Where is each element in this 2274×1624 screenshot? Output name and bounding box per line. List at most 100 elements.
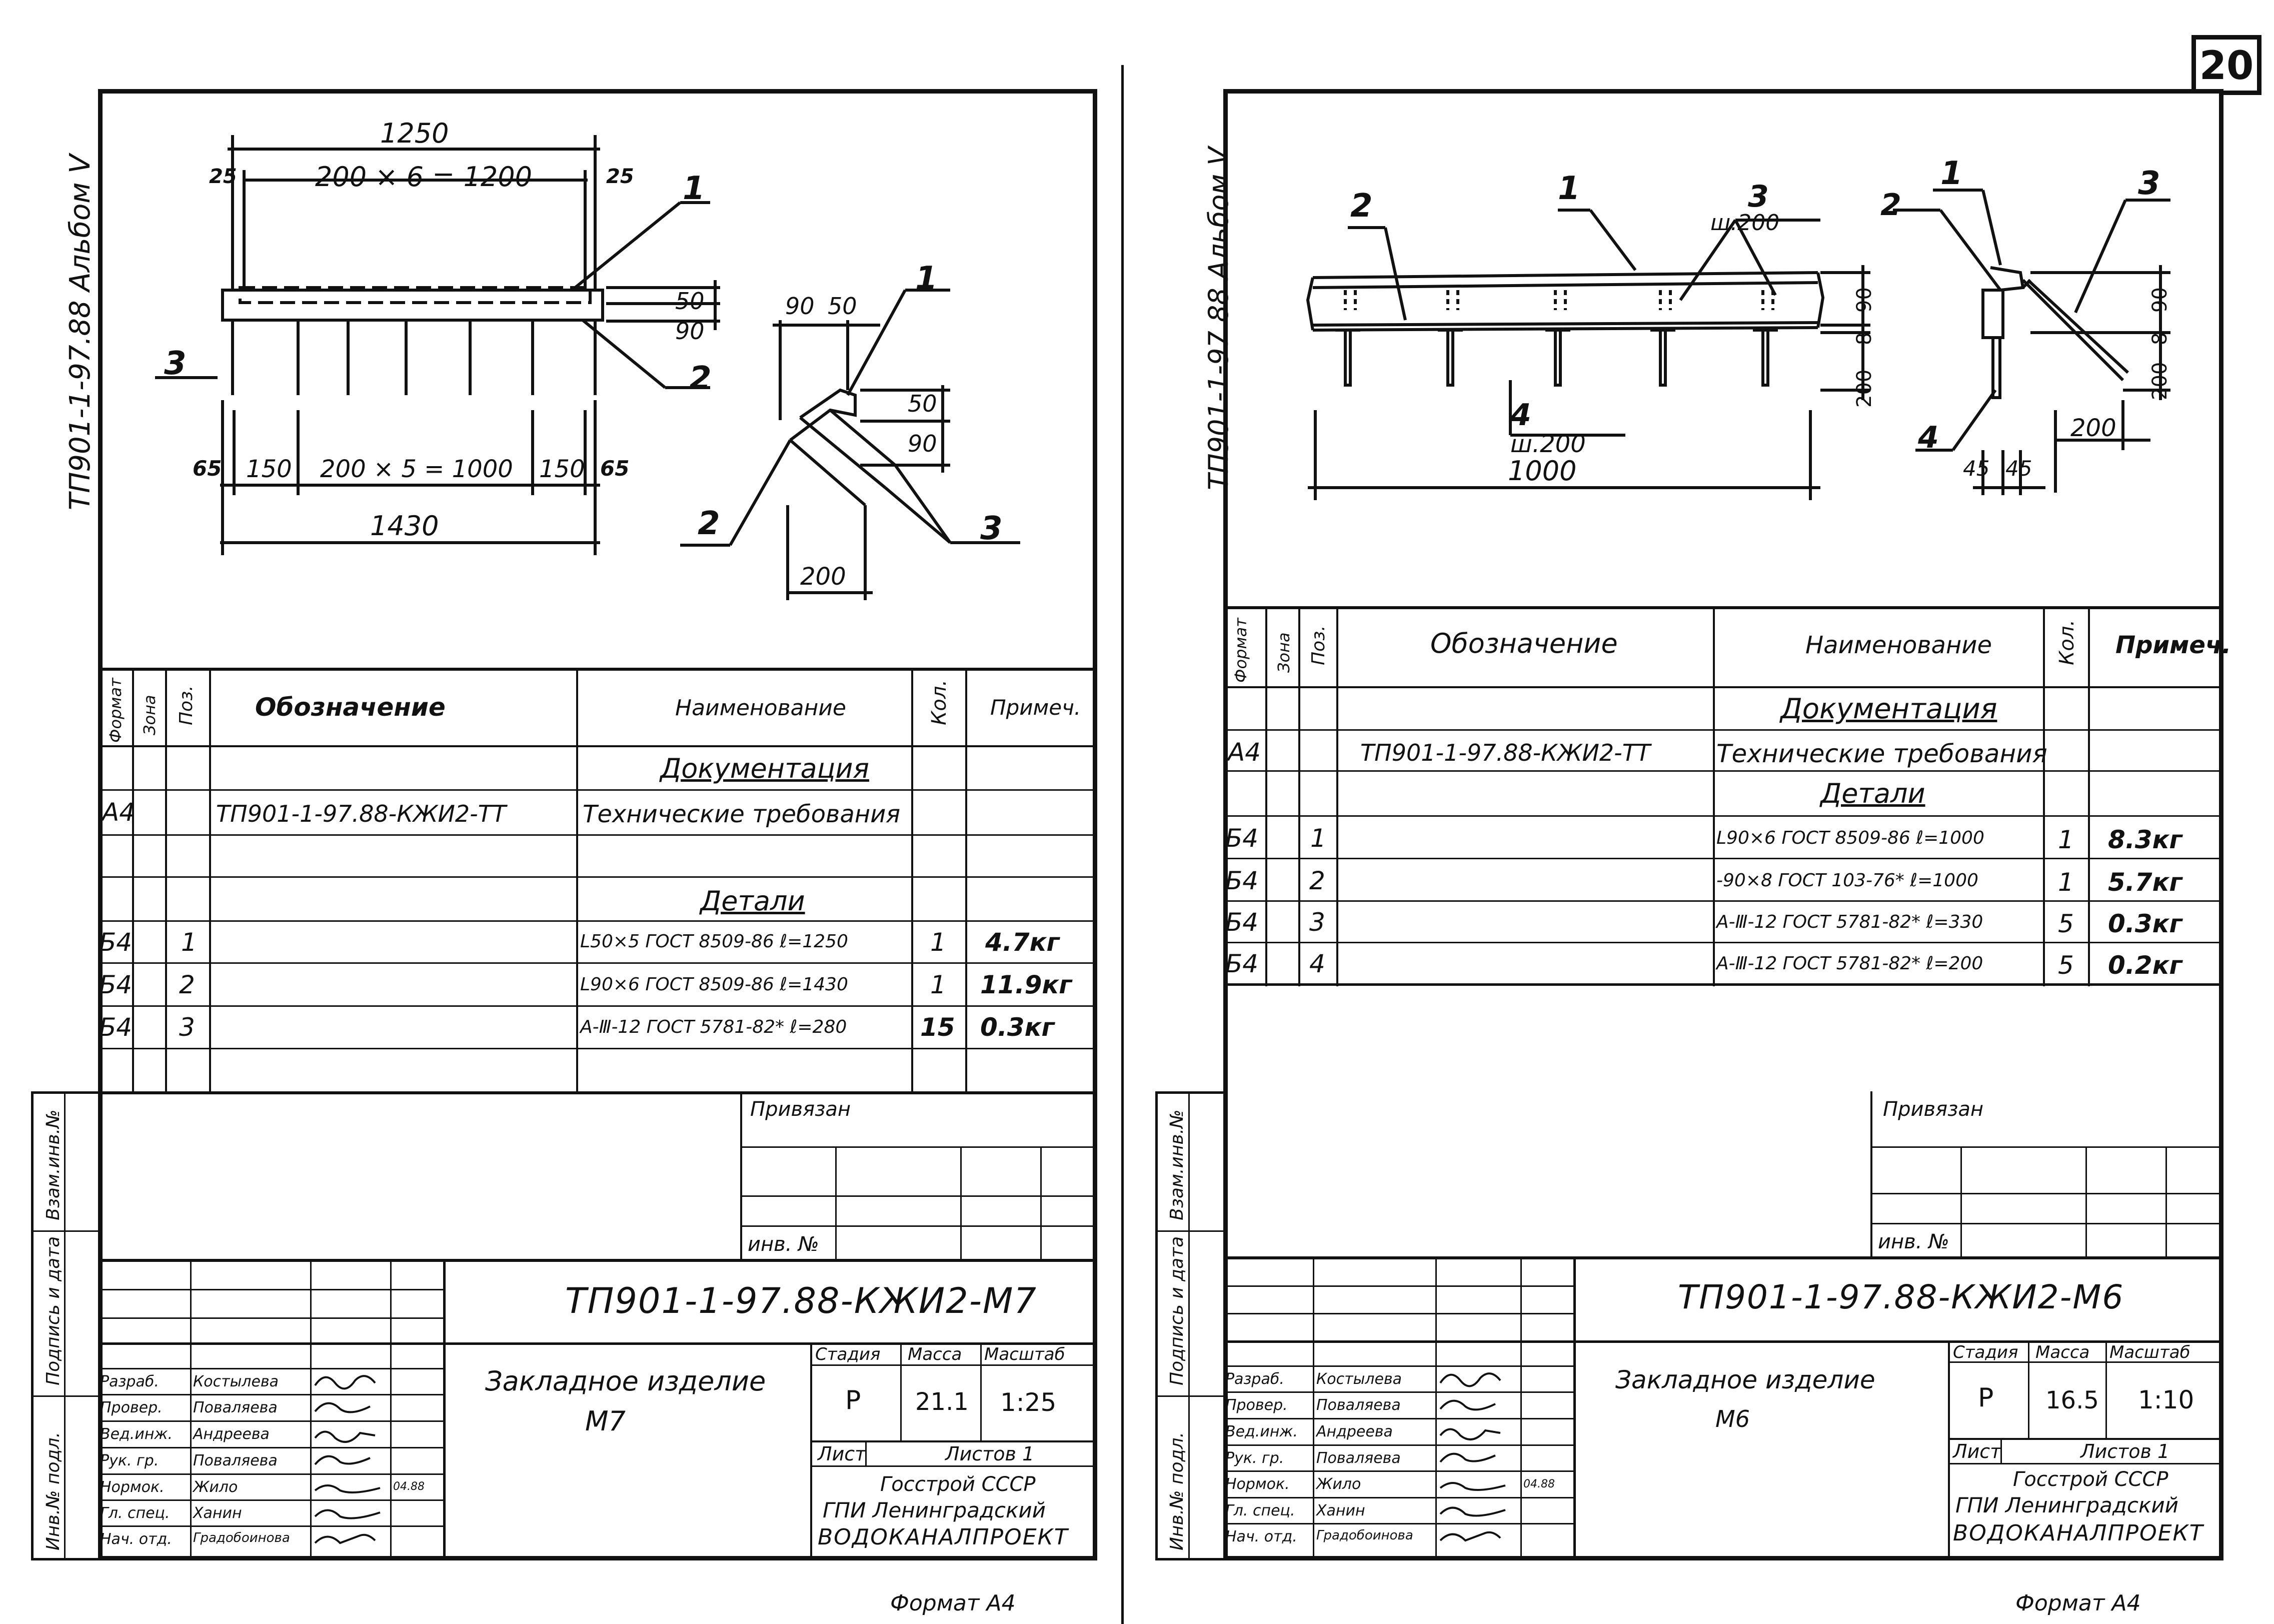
left-doc-designation: ТП901-1-97.88-КЖИ2-ТТ	[216, 800, 506, 827]
left-dim-top-left: 25	[209, 165, 237, 188]
right-mass: 16.5	[2045, 1386, 2099, 1414]
left-sec-callout-3: 3	[980, 510, 1003, 547]
right-item-mark: М6	[1715, 1405, 1750, 1432]
right-org-2: ГПИ Ленинградский	[1955, 1493, 2178, 1517]
left-doc-format: А4	[102, 798, 136, 827]
left-sec-h2: 90	[908, 430, 937, 457]
right-sec-callout-1: 1	[1940, 155, 1963, 192]
right-org-3: ВОДОКАНАЛПРОЕКТ	[1953, 1520, 2204, 1546]
left-dim-top-total: 1250	[380, 118, 449, 149]
left-h-note: Примеч.	[990, 695, 1081, 720]
right-stage-label: Стадия	[1953, 1342, 2018, 1362]
right-h-note: Примеч.	[2115, 631, 2231, 659]
left-dim-bot-left: 65	[193, 456, 222, 481]
right-sec-b: 45	[2005, 456, 2032, 481]
left-stage: Р	[845, 1385, 861, 1415]
left-sec-w: 200	[800, 563, 846, 591]
left-sec-callout-1: 1	[915, 260, 938, 297]
right-section-docs: Документация	[1780, 693, 1997, 725]
right-sec-callout-2: 2	[1880, 188, 1901, 223]
left-sheets-label: Листов 1	[945, 1443, 1035, 1465]
left-h-name: Наименование	[675, 695, 846, 721]
right-h-designation: Обозначение	[1430, 628, 1618, 659]
left-callout-1: 1	[683, 170, 705, 207]
right-callout-4: 4	[1510, 398, 1531, 433]
right-sec-a: 45	[1963, 456, 1990, 481]
left-callout-3: 3	[164, 345, 187, 382]
right-stage: Р	[1978, 1383, 1994, 1413]
right-h-name: Наименование	[1805, 631, 1992, 659]
left-mass: 21.1	[915, 1388, 969, 1416]
right-scale: 1:10	[2138, 1385, 2194, 1414]
right-doc-designation: ТП901-1-97.88-КЖИ2-ТТ	[1360, 739, 1650, 766]
left-callout-2: 2	[689, 360, 712, 397]
left-dim-top-spacing: 200 × 6 = 1200	[315, 161, 533, 193]
right-sec-callout-4: 4	[1918, 420, 1939, 455]
left-scale-label: Масштаб	[984, 1344, 1065, 1364]
left-dim-bot-b: 150	[539, 455, 585, 483]
right-sec-w: 200	[2070, 414, 2116, 442]
left-h-designation: Обозначение	[255, 693, 446, 722]
left-sec-h1: 50	[908, 390, 937, 417]
left-sec-callout-2: 2	[698, 505, 720, 542]
left-mass-label: Масса	[908, 1344, 962, 1364]
left-sec-a: 90	[785, 293, 815, 320]
left-section-parts: Детали	[700, 885, 805, 917]
right-section-parts: Детали	[1820, 778, 1925, 809]
left-dim-top-right: 25	[606, 165, 634, 188]
right-sheet-label: Лист	[1953, 1440, 2001, 1462]
right-scale-label: Масштаб	[2109, 1342, 2190, 1362]
left-privyazan: Привязан	[750, 1098, 851, 1121]
right-dim-span: 1000	[1508, 455, 1577, 487]
left-item-mark: М7	[585, 1405, 626, 1437]
left-item-name: Закладное изделие	[485, 1365, 766, 1397]
left-scale: 1:25	[1000, 1388, 1057, 1417]
right-sheets-label: Листов 1	[2080, 1440, 2170, 1462]
right-sec-callout-3: 3	[2138, 165, 2160, 202]
left-org-2: ГПИ Ленинградский	[823, 1498, 1046, 1522]
right-mass-label: Масса	[2035, 1342, 2090, 1362]
left-angle-top	[239, 286, 592, 304]
left-dim-bot-spacing: 200 × 5 = 1000	[320, 455, 513, 483]
left-dim-h1: 50	[675, 288, 705, 315]
right-doc-format: А4	[1228, 738, 1261, 767]
left-angle-plan	[221, 289, 604, 322]
left-org-3: ВОДОКАНАЛПРОЕКТ	[818, 1524, 1069, 1550]
left-dim-bot-a: 150	[246, 455, 292, 483]
left-sec-b: 50	[828, 293, 857, 320]
left-sheet-label: Лист	[818, 1443, 866, 1465]
right-inv-no: инв. №	[1878, 1230, 1949, 1253]
left-format-note: Формат А4	[890, 1590, 1016, 1616]
left-org-1: Госстрой СССР	[880, 1473, 1036, 1496]
right-sheet	[1223, 89, 2223, 1560]
left-title-code: ТП901-1-97.88-КЖИ2-М7	[565, 1280, 1037, 1321]
left-section	[680, 289, 1020, 600]
left-dim-h2: 90	[675, 318, 705, 345]
right-callout-1: 1	[1558, 170, 1580, 207]
page-number: 20	[2199, 44, 2254, 89]
left-dim-bot-total: 1430	[370, 510, 439, 542]
right-dim-step-top: ш.200	[1710, 210, 1780, 236]
right-org-1: Госстрой СССР	[2013, 1468, 2168, 1491]
right-rods	[1335, 329, 1778, 387]
left-section-docs: Документация	[660, 753, 869, 784]
page-number-box: 20	[2191, 35, 2261, 95]
right-section	[1893, 189, 2170, 495]
right-privyazan: Привязан	[1883, 1098, 1984, 1121]
left-dim-bot-right: 65	[600, 456, 630, 481]
right-doc-name: Технические требования	[1716, 739, 2047, 768]
left-doc-name: Технические требования	[583, 800, 901, 828]
right-dim-step-bot: ш.200	[1510, 430, 1586, 458]
right-format-note: Формат А4	[2015, 1590, 2141, 1616]
right-title-code: ТП901-1-97.88-КЖИ2-М6	[1678, 1278, 2124, 1316]
right-item-name: Закладное изделие	[1615, 1365, 1875, 1394]
right-callout-2: 2	[1350, 188, 1373, 225]
left-rods	[231, 320, 597, 395]
left-stage-label: Стадия	[815, 1344, 881, 1364]
center-divider	[1121, 65, 1124, 1624]
right-callout-3: 3	[1748, 179, 1769, 214]
